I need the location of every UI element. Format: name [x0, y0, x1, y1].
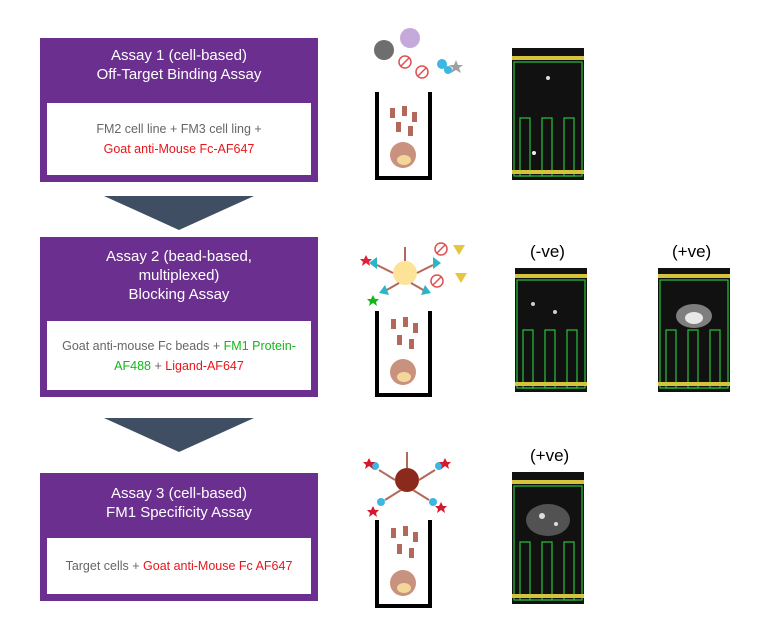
assay-2-schematic [360, 242, 467, 397]
assay-2-fm1-protein-text: FM1 Protein- [223, 338, 296, 353]
assay-2-negative-micrograph [515, 268, 587, 392]
assay-3-title-line-2: FM1 Specificity Assay [106, 504, 252, 521]
assay-2-reagents: Goat anti-mouse Fc beads + FM1 Protein- … [47, 321, 311, 390]
assay-1-title-line-1: Assay 1 (cell-based) [111, 47, 247, 64]
assay-3-title: Assay 3 (cell-based) FM1 Specificity Ass… [40, 473, 318, 522]
assay-2-positive-micrograph [658, 268, 730, 392]
assay-1-title: Assay 1 (cell-based) Off-Target Binding … [40, 38, 318, 84]
assay-1-reagents-line-2: Goat anti-Mouse Fc-AF647 [103, 142, 255, 156]
assay-2-title-line-3: Blocking Assay [128, 286, 230, 303]
down-arrow-2 [104, 418, 254, 452]
assay-1-reagents-line-1: FM2 cell line + FM3 cell ling + [96, 122, 262, 136]
assay-3-antibody-text: Goat anti-Mouse Fc AF647 [143, 559, 293, 573]
assay-3-micrograph [512, 472, 584, 604]
assay-3-title-line-1: Assay 3 (cell-based) [111, 485, 247, 502]
assay-2-negative-label: (-ve) [530, 242, 565, 261]
assay-2-ligand-text: Ligand-AF647 [165, 358, 244, 373]
assay-2-plus-text: + [151, 358, 166, 373]
assay-3-schematic [363, 452, 451, 608]
assay-3-target-cells-text: Target cells + [65, 559, 144, 573]
assay-2-af488-text: AF488 [114, 358, 152, 373]
assay-3-box: Assay 3 (cell-based) FM1 Specificity Ass… [40, 473, 318, 601]
assay-3-reagents: Target cells + Goat anti-Mouse Fc AF647 [47, 538, 311, 594]
assay-3-positive-label: (+ve) [530, 446, 570, 465]
assay-1-title-line-2: Off-Target Binding Assay [96, 66, 262, 83]
assay-1-schematic [374, 28, 463, 180]
assay-2-positive-label: (+ve) [672, 242, 712, 261]
assay-1-micrograph [512, 48, 584, 180]
assay-2-title-line-2: multiplexed) [138, 267, 220, 284]
assay-2-beads-text: Goat anti-mouse Fc beads + [62, 338, 224, 353]
assay-2-title-line-1: Assay 2 (bead-based, [106, 248, 252, 265]
assay-1-box: Assay 1 (cell-based) Off-Target Binding … [40, 38, 318, 182]
assay-2-box: Assay 2 (bead-based, multiplexed) Blocki… [40, 237, 318, 397]
down-arrow-1 [104, 196, 254, 230]
assay-1-reagents: FM2 cell line + FM3 cell ling + Goat ant… [47, 103, 311, 175]
assay-2-title: Assay 2 (bead-based, multiplexed) Blocki… [40, 237, 318, 304]
